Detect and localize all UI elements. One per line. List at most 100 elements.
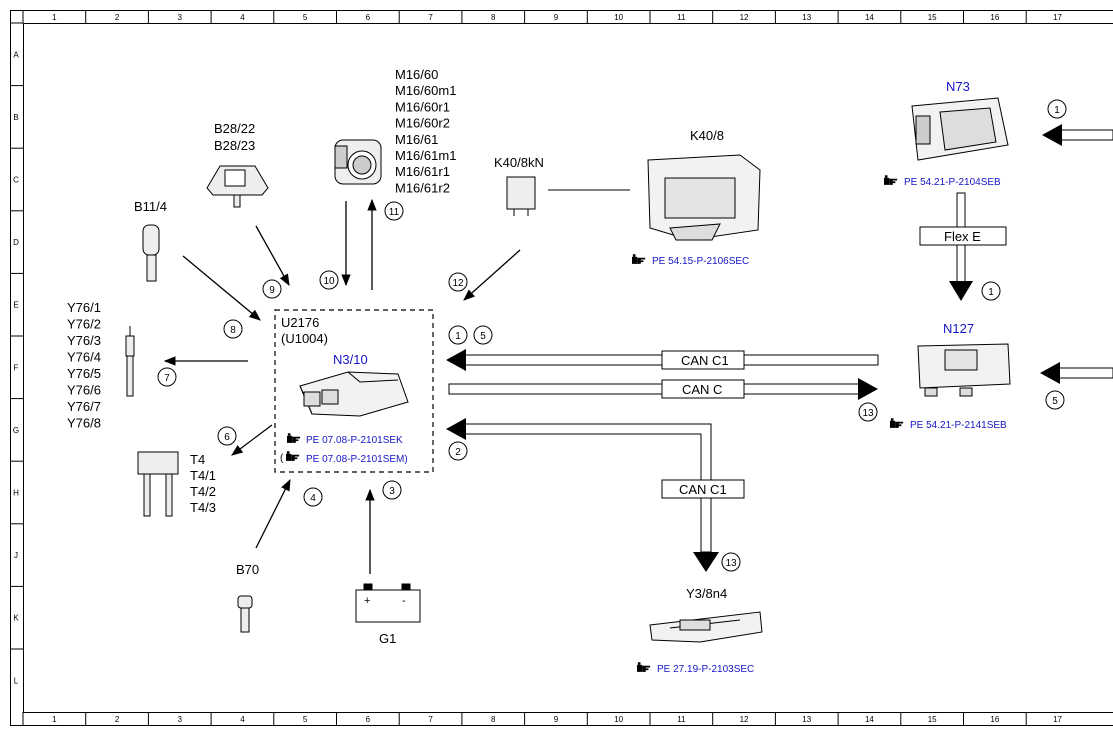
m16-label: M16/61	[395, 132, 438, 147]
grid-column-label: 5	[303, 13, 308, 22]
y76-label: Y76/6	[67, 383, 101, 398]
marker-m11: 11	[389, 207, 400, 218]
m16-label: M16/60r2	[395, 116, 450, 131]
ref-hand-icon	[890, 418, 903, 428]
relay-icon	[507, 177, 535, 216]
grid-column-label: 14	[865, 13, 874, 22]
grid-column-label: 14	[865, 715, 874, 724]
grid-column-label: 11	[677, 13, 686, 22]
marker-m8: 8	[230, 325, 236, 336]
ecu-ref-2[interactable]: PE 07.08-P-2101SEM)	[306, 454, 408, 465]
ecu-name: N3/10	[333, 352, 368, 367]
grid-column-label: 2	[115, 13, 120, 22]
marker-m3: 3	[389, 486, 395, 497]
grid-column-label: 3	[178, 715, 183, 724]
can-c1-down-label: CAN C1	[679, 482, 727, 497]
t4-label-1: T4	[190, 452, 205, 467]
y76-label: Y76/4	[67, 350, 101, 365]
y76-label: Y76/7	[67, 399, 101, 414]
battery-plus: +	[364, 595, 370, 607]
flex-e-label: Flex E	[944, 229, 981, 244]
temperature-sensor-icon	[143, 225, 159, 281]
grid-row-label: B	[13, 113, 18, 122]
grid-row-label: G	[13, 426, 19, 435]
grid-row-label: L	[14, 676, 19, 685]
ecu-module-icon	[300, 372, 408, 416]
y76-label: Y76/8	[67, 416, 101, 431]
b28-label-2: B28/23	[214, 138, 255, 153]
ref-hand-icon	[287, 433, 300, 443]
marker-m5_n127: 5	[1052, 396, 1058, 407]
grid-column-label: 17	[1053, 715, 1062, 724]
grid-row-label: H	[13, 489, 19, 498]
ecu-ref-1[interactable]: PE 07.08-P-2101SEK	[306, 435, 403, 446]
grid-ticks	[10, 10, 1026, 725]
b11-label: B11/4	[134, 199, 167, 214]
grid-column-label: 4	[240, 715, 245, 724]
grid-column-label: 12	[740, 715, 749, 724]
marker-m4: 4	[310, 493, 316, 504]
marker-m12: 12	[452, 278, 464, 289]
grid-column-label: 15	[928, 13, 937, 22]
ref-hand-icon	[286, 451, 299, 461]
ref-hand-icon	[637, 662, 650, 672]
grid-column-label: 13	[802, 715, 811, 724]
marker-m1_flex: 1	[988, 287, 994, 298]
ecu-code-alt: (U1004)	[281, 331, 328, 346]
can-c1-top-label: CAN C1	[681, 353, 729, 368]
n127-label: N127	[943, 321, 974, 336]
bus-input-n127	[1040, 362, 1113, 384]
n73-ref[interactable]: PE 54.21-P-2104SEB	[904, 177, 1001, 188]
grid-column-label: 16	[990, 13, 999, 22]
glow-plug-icon	[138, 452, 178, 516]
marker-m13_n127: 13	[862, 408, 874, 419]
grid-column-label: 1	[52, 13, 57, 22]
can-c-label: CAN C	[682, 382, 722, 397]
grid-column-label: 6	[366, 13, 371, 22]
grid-column-label: 8	[491, 13, 496, 22]
fuse-box-icon	[648, 155, 760, 240]
marker-m6: 6	[224, 432, 230, 443]
b70-label: B70	[236, 562, 259, 577]
grid-column-label: 2	[115, 715, 120, 724]
m16-label: M16/61r1	[395, 164, 450, 179]
y76-label: Y76/2	[67, 317, 101, 332]
ref-hand-icon	[884, 175, 897, 185]
grid-column-label: 1	[52, 715, 57, 724]
marker-m1_n73: 1	[1054, 105, 1060, 116]
grid-column-label: 13	[802, 13, 811, 22]
grid-column-label: 3	[178, 13, 183, 22]
k40-label: K40/8	[690, 128, 724, 143]
n73-label: N73	[946, 79, 970, 94]
m16-label-list: M16/60M16/60m1M16/60r1M16/60r2M16/61M16/…	[395, 67, 456, 195]
m16-label: M16/60	[395, 67, 438, 82]
y76-label: Y76/1	[67, 300, 101, 315]
y3-ref[interactable]: PE 27.19-P-2103SEC	[657, 664, 754, 675]
marker-m7: 7	[164, 373, 170, 384]
marker-m1_ecu: 1	[455, 331, 461, 342]
t4-label-3: T4/2	[190, 484, 216, 499]
y3-label: Y3/8n4	[686, 586, 727, 601]
marker-m9: 9	[269, 285, 275, 296]
marker-m2: 2	[455, 447, 461, 458]
grid-column-label: 12	[740, 13, 749, 22]
k40-ref[interactable]: PE 54.15-P-2106SEC	[652, 256, 749, 267]
grid-row-label: E	[13, 301, 18, 310]
marker-m10: 10	[323, 276, 335, 287]
marker-m13_y3: 13	[725, 558, 737, 569]
t4-label-2: T4/1	[190, 468, 216, 483]
powertrain-module-icon	[918, 344, 1010, 396]
grid-row-label: D	[13, 238, 19, 247]
n127-ref[interactable]: PE 54.21-P-2141SEB	[910, 420, 1007, 431]
grid-column-label: 10	[614, 13, 623, 22]
grid-column-label: 11	[677, 715, 686, 724]
grid-column-label: 6	[366, 715, 371, 724]
grid-row-label: J	[14, 551, 18, 560]
t4-label-4: T4/3	[190, 500, 216, 515]
grid-column-label: 16	[990, 715, 999, 724]
grid-column-label: 17	[1053, 13, 1062, 22]
grid-row-label: F	[14, 363, 19, 372]
m16-label: M16/61r2	[395, 180, 450, 195]
